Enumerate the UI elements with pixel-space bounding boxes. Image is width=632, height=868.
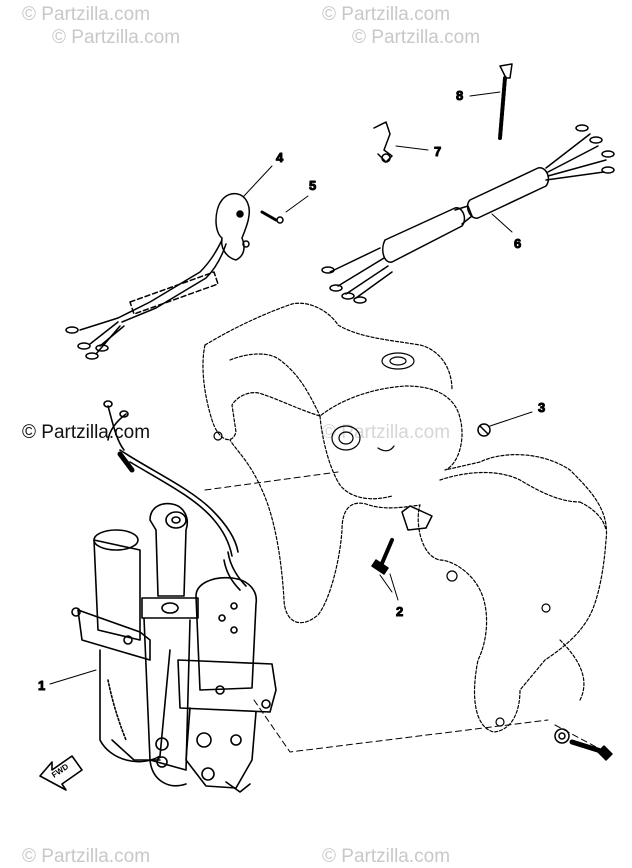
callout-1: 1 (38, 678, 45, 693)
watermark-top-right: © Partzilla.com (322, 4, 451, 25)
trim-switch-harness (65, 165, 309, 360)
callout-4: 4 (276, 150, 284, 165)
watermark-bottom-left: © Partzilla.com (22, 846, 151, 867)
power-trim-tilt-unit (49, 400, 277, 793)
watermark-top-left-2: © Partzilla.com (52, 27, 181, 48)
callout-3: 3 (538, 400, 545, 415)
watermark-top-left: © Partzilla.com (22, 4, 151, 25)
bolt-lower-right (554, 728, 613, 761)
forward-arrow-icon: FWD (39, 755, 83, 791)
watermark-top-right-2: © Partzilla.com (352, 27, 481, 48)
extension-harness-part-6 (321, 124, 615, 304)
nut-part-3 (477, 411, 533, 437)
clip-part-7 (373, 121, 429, 163)
callout-6: 6 (514, 236, 521, 251)
watermark-bottom-right: © Partzilla.com (322, 846, 451, 867)
reference-lines (204, 471, 599, 753)
bracket-assembly (202, 302, 608, 733)
callout-7: 7 (434, 144, 441, 159)
watermark-middle-right: © Partzilla.com (322, 422, 451, 443)
callout-5: 5 (309, 178, 316, 193)
cable-tie-part-8 (469, 63, 513, 140)
bolt-part-2 (371, 505, 433, 593)
callout-2: 2 (396, 604, 403, 619)
callout-8: 8 (456, 88, 463, 103)
leader-part-2 (389, 573, 399, 601)
